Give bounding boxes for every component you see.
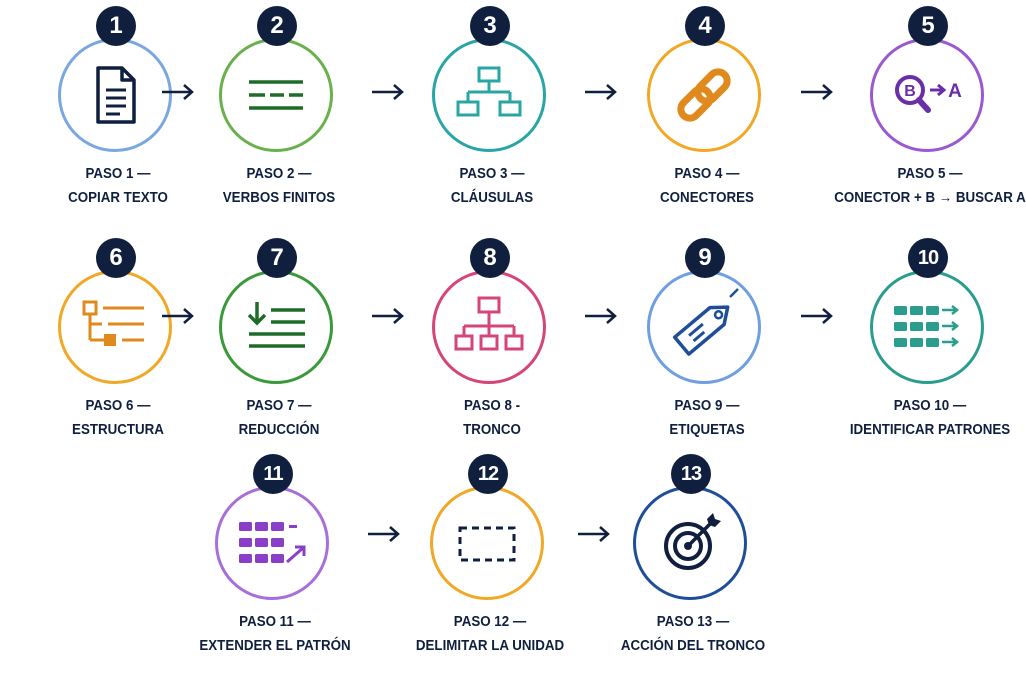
extend-pattern-icon	[239, 522, 306, 564]
arrow-right-icon	[162, 84, 194, 100]
step-6: 6 PASO 6 — ESTRUCTURA	[0, 238, 238, 468]
chain-link-icon	[677, 68, 731, 122]
step-number-badge: 11	[253, 454, 293, 494]
arrow-right-icon	[578, 526, 610, 542]
step-3: 3 PASO 3 — CLÁUSULAS	[372, 6, 612, 236]
step-8: 8 PASO 8 - TRONCO	[372, 238, 612, 468]
step-label: PASO 3 — CLÁUSULAS	[450, 166, 534, 206]
step-label: PASO 6 — ESTRUCTURA	[72, 398, 164, 438]
target-icon	[664, 513, 721, 570]
step-circle	[432, 38, 546, 152]
step-13: 13 PASO 13 — ACCIÓN DEL TRONCO	[573, 454, 813, 684]
step-label: PASO 10 — IDENTIFICAR PATRONES	[849, 398, 1011, 438]
arrow-right-icon	[162, 308, 194, 324]
step-10: 10 PASO 10 — IDENTIFICAR PATRONES	[810, 238, 1026, 468]
step-number-badge: 8	[470, 238, 510, 278]
step-4: 4 PASO 4 — CONECTORES	[587, 6, 827, 236]
arrow-right-icon	[585, 84, 617, 100]
step-number-badge: 2	[257, 6, 297, 46]
step-label: PASO 9 — ETIQUETAS	[669, 398, 745, 438]
step-circle	[647, 270, 761, 384]
tag-icon	[672, 288, 739, 356]
arrow-right-icon	[372, 308, 404, 324]
tree-structure-icon	[82, 300, 144, 346]
step-1: 1 PASO 1 — COPIAR TEXTO	[0, 6, 238, 236]
arrow-right-icon	[585, 308, 617, 324]
arrow-right-icon	[801, 84, 833, 100]
arrow-right-icon	[368, 526, 400, 542]
step-label: PASO 12 — DELIMITAR LA UNIDAD	[415, 614, 565, 654]
reduce-list-icon	[247, 302, 305, 348]
step-circle	[430, 486, 544, 600]
hierarchy-icon	[456, 66, 522, 117]
step-number-badge: 12	[468, 454, 508, 494]
step-number-badge: 5	[908, 6, 948, 46]
arrow-right-icon	[801, 308, 833, 324]
step-label: PASO 13 — ACCIÓN DEL TRONCO	[620, 614, 766, 654]
step-label: PASO 11 — EXTENDER EL PATRÓN	[199, 614, 351, 654]
step-number-badge: 3	[470, 6, 510, 46]
step-2: 2 PASO 2 — VERBOS FINITOS	[159, 6, 399, 236]
step-number-badge: 1	[96, 6, 136, 46]
pattern-grid-icon	[894, 305, 960, 347]
step-11: 11 PASO 11 — EXTENDER EL PATRÓN	[155, 454, 395, 684]
step-label: PASO 1 — COPIAR TEXTO	[68, 166, 168, 206]
svg-text:A: A	[948, 81, 962, 102]
step-label: PASO 2 — VERBOS FINITOS	[222, 166, 336, 206]
search-b-to-a-icon: B A	[895, 75, 962, 113]
svg-text:B: B	[904, 83, 916, 100]
step-label: PASO 4 — CONECTORES	[660, 166, 754, 206]
dashed-box-icon	[458, 526, 516, 562]
step-circle	[219, 270, 333, 384]
step-label: PASO 5 — CONECTOR + B → BUSCAR A	[834, 166, 1026, 206]
step-number-badge: 4	[685, 6, 725, 46]
step-9: 9 PASO 9 — ETIQUETAS	[587, 238, 827, 468]
org-chart-icon	[454, 296, 524, 351]
step-number-badge: 7	[257, 238, 297, 278]
step-7: 7 PASO 7 — REDUCCIÓN	[159, 238, 399, 468]
step-5: 5 B A PASO 5 — CONECTOR + B → BUSCAR A	[810, 6, 1026, 236]
arrow-right-icon	[372, 84, 404, 100]
step-number-badge: 10	[908, 238, 948, 278]
document-icon	[96, 66, 136, 124]
step-number-badge: 6	[96, 238, 136, 278]
step-number-badge: 13	[671, 454, 711, 494]
step-label: PASO 8 - TRONCO	[463, 398, 521, 438]
step-circle	[58, 38, 172, 152]
dashed-lines-icon	[249, 80, 303, 110]
step-label: PASO 7 — REDUCCIÓN	[238, 398, 320, 438]
step-number-badge: 9	[685, 238, 725, 278]
